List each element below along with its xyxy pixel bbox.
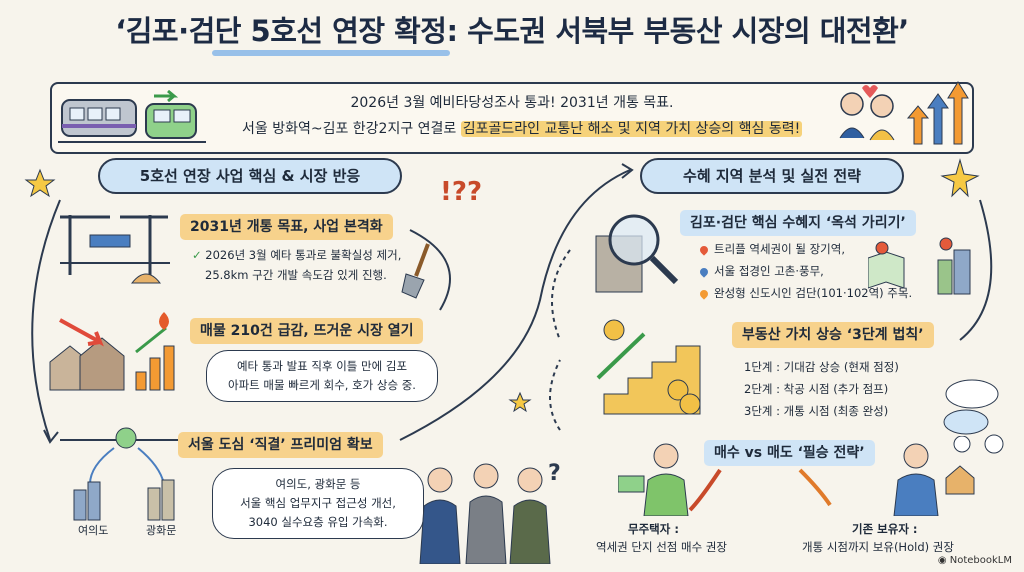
subway-connection-icon [60,427,200,521]
left-item3-line2: 서울 핵심 업무지구 접근성 개선, [240,496,396,510]
couple-rising-arrows-icon [839,81,969,145]
magnifier-building-icon [595,214,679,293]
check-icon: ✓ [192,248,202,262]
left-item1-tag: 2031년 개통 목표, 사업 본격화 [180,214,393,240]
houses-falling-arrow-icon [49,312,175,391]
left-item1-line2: 25.8km 구간 개발 속도감 있게 진행. [205,268,387,282]
footer-brand: ◉ NotebookLM [938,555,1012,566]
train-icon [58,90,206,143]
left-item1-line1-text: 2026년 3월 예타 통과로 불확실성 제거, [205,248,402,262]
banner-line-2: 서울 방화역~김포 한강2지구 연결로 김포골드라인 교통난 해소 및 지역 가… [242,118,803,138]
right-item3-tag: 매수 vs 매도 ‘필승 전략’ [704,440,875,466]
banner-highlight: 김포골드라인 교통난 해소 및 지역 가치 상승의 핵심 동력! [460,121,803,137]
right-item1-bullet-3: 완성형 신도시인 검단(101·102역) 주목. [698,284,913,303]
svg-text:!??: !?? [440,177,482,207]
right-item1-bullet-1-text: 트리플 역세권이 될 장기역, [714,242,846,256]
right-item2-step-3: 3단계 : 개통 시점 (최종 완성) [744,404,889,418]
right-item2-step-1: 1단계 : 기대감 상승 (현재 점정) [744,360,899,374]
city-label-yeouido: 여의도 [78,524,109,537]
right-item2-tag: 부동산 가치 상승 ‘3단계 법칙’ [732,322,934,348]
rising-stairs-coins-icon [596,319,701,415]
left-section-title: 5호선 연장 사업 핵심 & 시장 반응 [98,158,402,194]
left-item2-tag: 매물 210건 급감, 뜨거운 시장 열기 [190,318,424,344]
left-item3-line3: 3040 실수요층 유입 가속화. [248,515,388,529]
notebooklm-logo-icon: ◉ [937,555,947,566]
left-item3-bubble: 여의도, 광화문 등 서울 핵심 업무지구 접근성 개선, 3040 실수요층 … [212,468,424,539]
title-underline [212,50,450,56]
buyer-text: 역세권 단지 선점 매수 권장 [596,540,728,554]
right-item1-tag: 김포·검단 핵심 수혜지 ‘옥석 가리기’ [680,210,916,236]
construction-crane-icon [60,215,170,284]
left-item2-line1: 예타 통과 발표 직후 이틀 만에 김포 [236,359,408,373]
right-item1-bullet-2-text: 서울 접경인 고촌·풍무, [714,264,824,278]
footer-brand-text: NotebookLM [949,555,1012,566]
holder-text: 개통 시점까지 보유(Hold) 권장 [802,540,954,554]
summary-banner: 2026년 3월 예비타당성조사 통과! 2031년 개통 목표. 서울 방화역… [50,81,974,154]
left-item2-bubble: 예타 통과 발표 직후 이틀 만에 김포 아파트 매물 빠르게 회수, 호가 상… [206,350,438,402]
right-item1-bullet-1: 트리플 역세권이 될 장기역, [698,240,846,259]
buyer-person-money-icon [618,443,689,516]
buyer-title: 무주택자 : [628,522,679,536]
banner-line-1: 2026년 3월 예비타당성조사 통과! 2031년 개통 목표. [350,95,674,111]
left-item3-line1: 여의도, 광화문 등 [275,477,361,491]
map-buildings-icon [868,237,971,295]
left-item2-line2: 아파트 매물 빠르게 회수, 호가 상승 중. [228,378,416,392]
shovel-icon [401,243,430,299]
right-item1-bullet-3-text: 완성형 신도시인 검단(101·102역) 주목. [714,286,913,300]
banner-line-2-prefix: 서울 방화역~김포 한강2지구 연결로 [242,121,461,137]
holder-title: 기존 보유자 : [852,522,918,536]
location-pin-icon [698,287,710,300]
business-people-icon [419,463,551,564]
left-item1-line1: ✓ 2026년 3월 예타 통과로 불확실성 제거, [192,246,401,265]
left-item3-tag: 서울 도심 ‘직결’ 프리미엄 확보 [178,432,383,458]
svg-text:?: ? [548,461,561,486]
right-item2-step-2: 2단계 : 착공 시점 (추가 점프) [744,382,889,396]
page-title: ‘김포·검단 5호선 연장 확정: 수도권 서북부 부동산 시장의 대전환’ [115,14,909,48]
holder-person-house-icon [893,436,975,516]
chat-clock-icon [943,379,1004,454]
city-label-gwanghwamun: 광화문 [146,524,177,537]
right-section-title: 수혜 지역 분석 및 실전 전략 [640,158,904,194]
right-item1-bullet-2: 서울 접경인 고촌·풍무, [698,262,824,281]
location-pin-icon [698,243,710,256]
location-pin-icon [698,265,710,278]
